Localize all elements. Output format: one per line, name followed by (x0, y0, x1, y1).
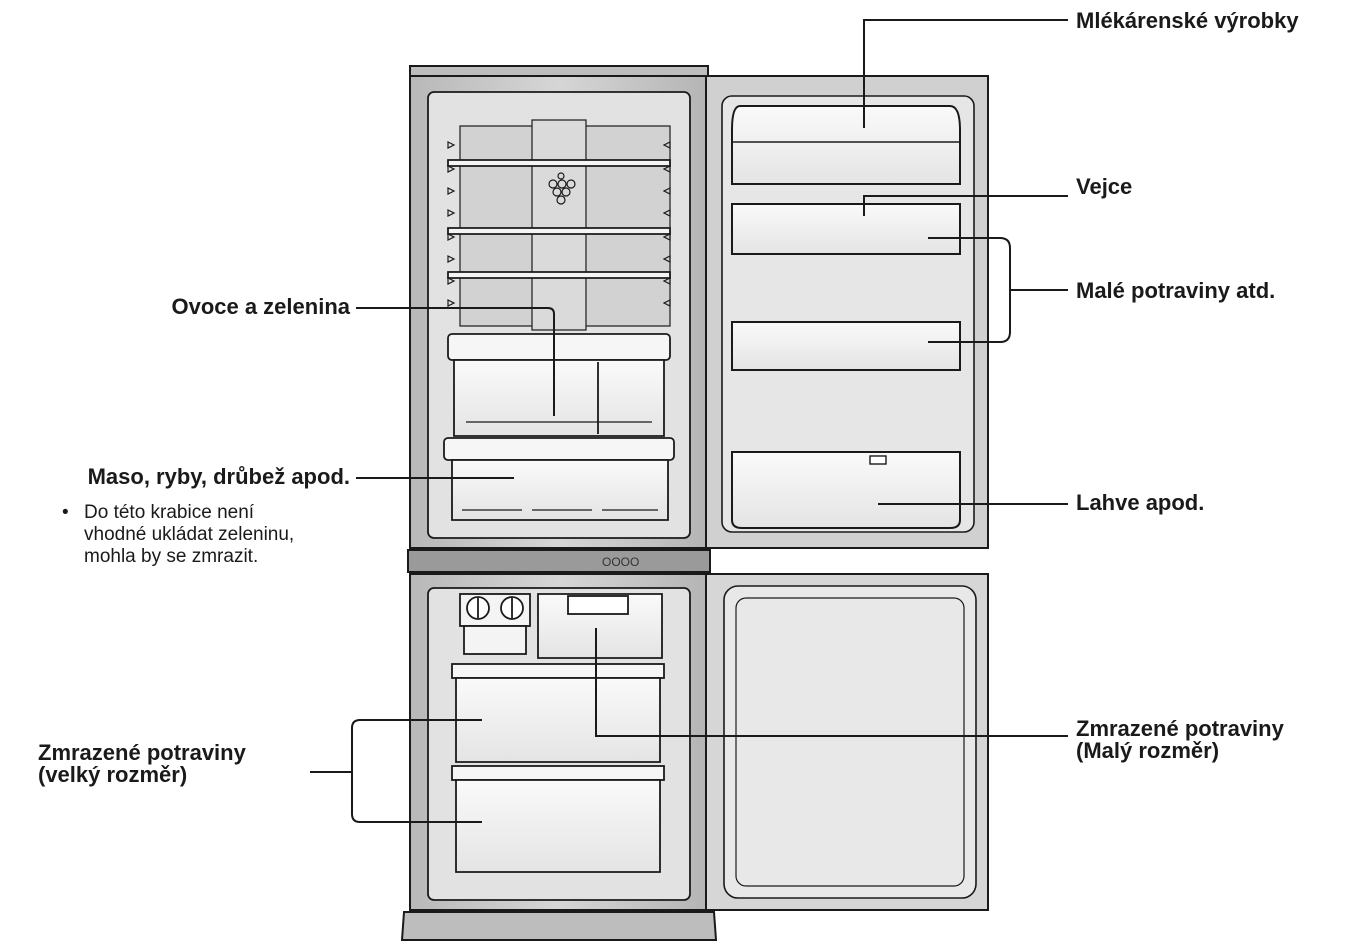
label-small-food: Malé potraviny atd. (1076, 278, 1276, 303)
label-frozen-small-line-1: Zmrazené potraviny (1076, 716, 1284, 741)
label-frozen-small: Zmrazené potraviny (Malý rozměr) (1076, 718, 1284, 762)
freezer-compartment (427, 587, 691, 901)
note-bullet: • (62, 502, 69, 523)
label-dairy: Mlékárenské výrobky (1076, 8, 1299, 33)
freezer-door (705, 573, 989, 911)
leader-dairy (863, 19, 1068, 128)
leader-eggs (863, 195, 1068, 216)
fridge-compartment (427, 91, 691, 539)
label-frozen-large-line-1: Zmrazené potraviny (38, 740, 246, 765)
note-line-2: vhodné ukládat zeleninu, (84, 524, 295, 545)
label-frozen-large: Zmrazené potraviny (velký rozměr) (38, 742, 246, 786)
label-meat: Maso, ryby, drůbež apod. (87, 464, 350, 489)
label-frozen-large-line-2: (velký rozměr) (38, 762, 188, 787)
fridge-door (705, 75, 989, 549)
label-fruit-veg: Ovoce a zelenina (171, 294, 350, 319)
label-frozen-small-line-2: (Malý rozměr) (1076, 738, 1220, 763)
control-panel: OOOO (407, 549, 711, 573)
label-bottles: Lahve apod. (1076, 490, 1205, 515)
label-eggs: Vejce (1076, 174, 1133, 199)
note-line-3: mohla by se zmrazit. (84, 546, 259, 567)
note-line-1: Do této krabice není (84, 502, 255, 523)
note-text: Do této krabice není vhodné ukládat zele… (84, 502, 294, 568)
leader-fruit-veg (356, 307, 555, 416)
control-panel-text: OOOO (602, 555, 639, 569)
leader-lines (310, 19, 1068, 823)
leader-frozen-small (595, 628, 1068, 737)
